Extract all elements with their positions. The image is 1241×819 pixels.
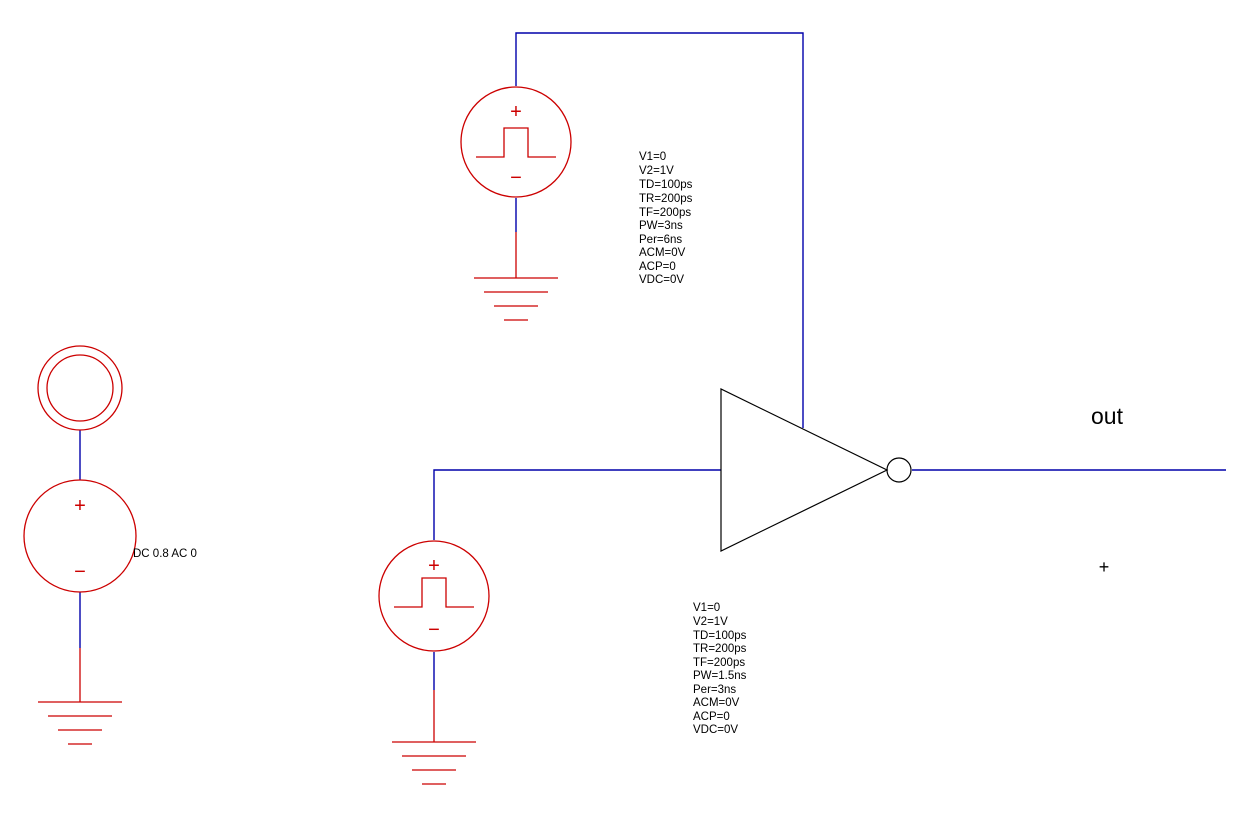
ground-supply [474, 232, 558, 321]
input-param-line: V2=1V [693, 616, 728, 628]
input-param-line: TR=200ps [693, 643, 747, 655]
pulse-source-supply-minus: − [510, 167, 522, 189]
pulse-source-supply[interactable]: + − [460, 86, 572, 198]
dc-source[interactable]: + − [23, 479, 137, 593]
inverter-bubble [886, 457, 912, 483]
pulse-source-input-plus: + [428, 555, 440, 577]
supply-param-line: TD=100ps [639, 179, 693, 191]
inverter[interactable] [720, 388, 912, 552]
dc-source-body [23, 479, 137, 593]
input-param-line: TD=100ps [693, 630, 747, 642]
input-param-line: VDC=0V [693, 724, 738, 736]
supply-param-line: TR=200ps [639, 193, 693, 205]
pulse-source-input-body [378, 540, 490, 652]
input-pulse-params: V1=0 V2=1V TD=100ps TR=200ps TF=200ps PW… [693, 602, 750, 736]
pulse-source-supply-plus: + [510, 101, 522, 123]
wires [79, 32, 1226, 690]
pulse-waveform-icon [394, 577, 474, 608]
input-param-line: PW=1.5ns [693, 670, 747, 682]
supply-param-line: VDC=0V [639, 274, 684, 286]
dc-source-value-label: DC 0.8 AC 0 [133, 548, 197, 560]
input-param-line: ACP=0 [693, 711, 730, 723]
pulse-waveform-icon [476, 127, 556, 158]
supply-param-line: V1=0 [639, 151, 666, 163]
cursor-crosshair: + [1099, 557, 1110, 577]
pulse-source-supply-body [460, 86, 572, 198]
supply-param-line: PW=3ns [639, 220, 683, 232]
wire-input[interactable] [433, 469, 721, 540]
supply-pulse-params: V1=0 V2=1V TD=100ps TR=200ps TF=200ps PW… [639, 151, 696, 286]
inverter-triangle [720, 388, 889, 552]
supply-param-line: Per=6ns [639, 234, 682, 246]
pulse-source-input[interactable]: + − [378, 540, 490, 652]
port-terminal-inner-icon [46, 354, 114, 422]
ground-input [392, 690, 476, 785]
pulse-source-input-minus: − [428, 619, 440, 641]
input-param-line: V1=0 [693, 602, 720, 614]
port-terminal[interactable] [37, 345, 123, 431]
supply-param-line: ACM=0V [639, 247, 686, 259]
output-net-label: out [1091, 403, 1124, 429]
input-param-line: ACM=0V [693, 697, 740, 709]
input-param-line: Per=3ns [693, 684, 736, 696]
dc-source-minus: − [74, 561, 86, 583]
dc-source-plus: + [74, 495, 86, 517]
ground-dc [38, 648, 122, 745]
supply-param-line: ACP=0 [639, 261, 676, 273]
supply-param-line: TF=200ps [639, 207, 691, 219]
input-param-line: TF=200ps [693, 657, 745, 669]
supply-param-line: V2=1V [639, 165, 674, 177]
wire-supply-top[interactable] [515, 32, 804, 428]
port-terminal-outer-icon [37, 345, 123, 431]
